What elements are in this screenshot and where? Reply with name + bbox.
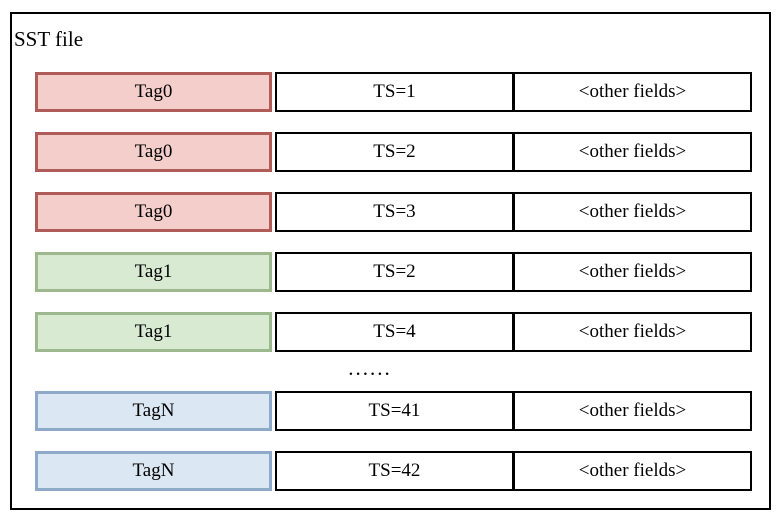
timestamp-cell: TS=1 [275,72,514,112]
record-row: Tag0 TS=2 <other fields> [35,132,753,172]
other-fields-cell: <other fields> [513,391,752,431]
sst-file-frame: SST file ...... Tag0 TS=1 <other fields>… [10,12,771,510]
timestamp-cell: TS=3 [275,192,514,232]
timestamp-cell: TS=4 [275,312,514,352]
diagram-title: SST file [14,27,84,51]
tag-cell: Tag0 [35,192,272,232]
other-fields-cell: <other fields> [513,72,752,112]
other-fields-cell: <other fields> [513,132,752,172]
tag-cell: Tag0 [35,72,272,112]
other-fields-cell: <other fields> [513,192,752,232]
other-fields-cell: <other fields> [513,312,752,352]
record-row: Tag1 TS=2 <other fields> [35,252,753,292]
timestamp-cell: TS=41 [275,391,514,431]
record-rows-layer: ...... Tag0 TS=1 <other fields> Tag0 TS=… [35,14,753,512]
ellipsis-rows-omitted: ...... [348,355,392,380]
other-fields-cell: <other fields> [513,252,752,292]
timestamp-cell: TS=42 [275,451,514,491]
tag-cell: Tag1 [35,252,272,292]
other-fields-cell: <other fields> [513,451,752,491]
record-row: Tag0 TS=3 <other fields> [35,192,753,232]
tag-cell: TagN [35,391,272,431]
record-row: TagN TS=42 <other fields> [35,451,753,491]
timestamp-cell: TS=2 [275,252,514,292]
record-row: Tag1 TS=4 <other fields> [35,312,753,352]
tag-cell: Tag1 [35,312,272,352]
record-row: Tag0 TS=1 <other fields> [35,72,753,112]
tag-cell: Tag0 [35,132,272,172]
record-row: TagN TS=41 <other fields> [35,391,753,431]
tag-cell: TagN [35,451,272,491]
timestamp-cell: TS=2 [275,132,514,172]
